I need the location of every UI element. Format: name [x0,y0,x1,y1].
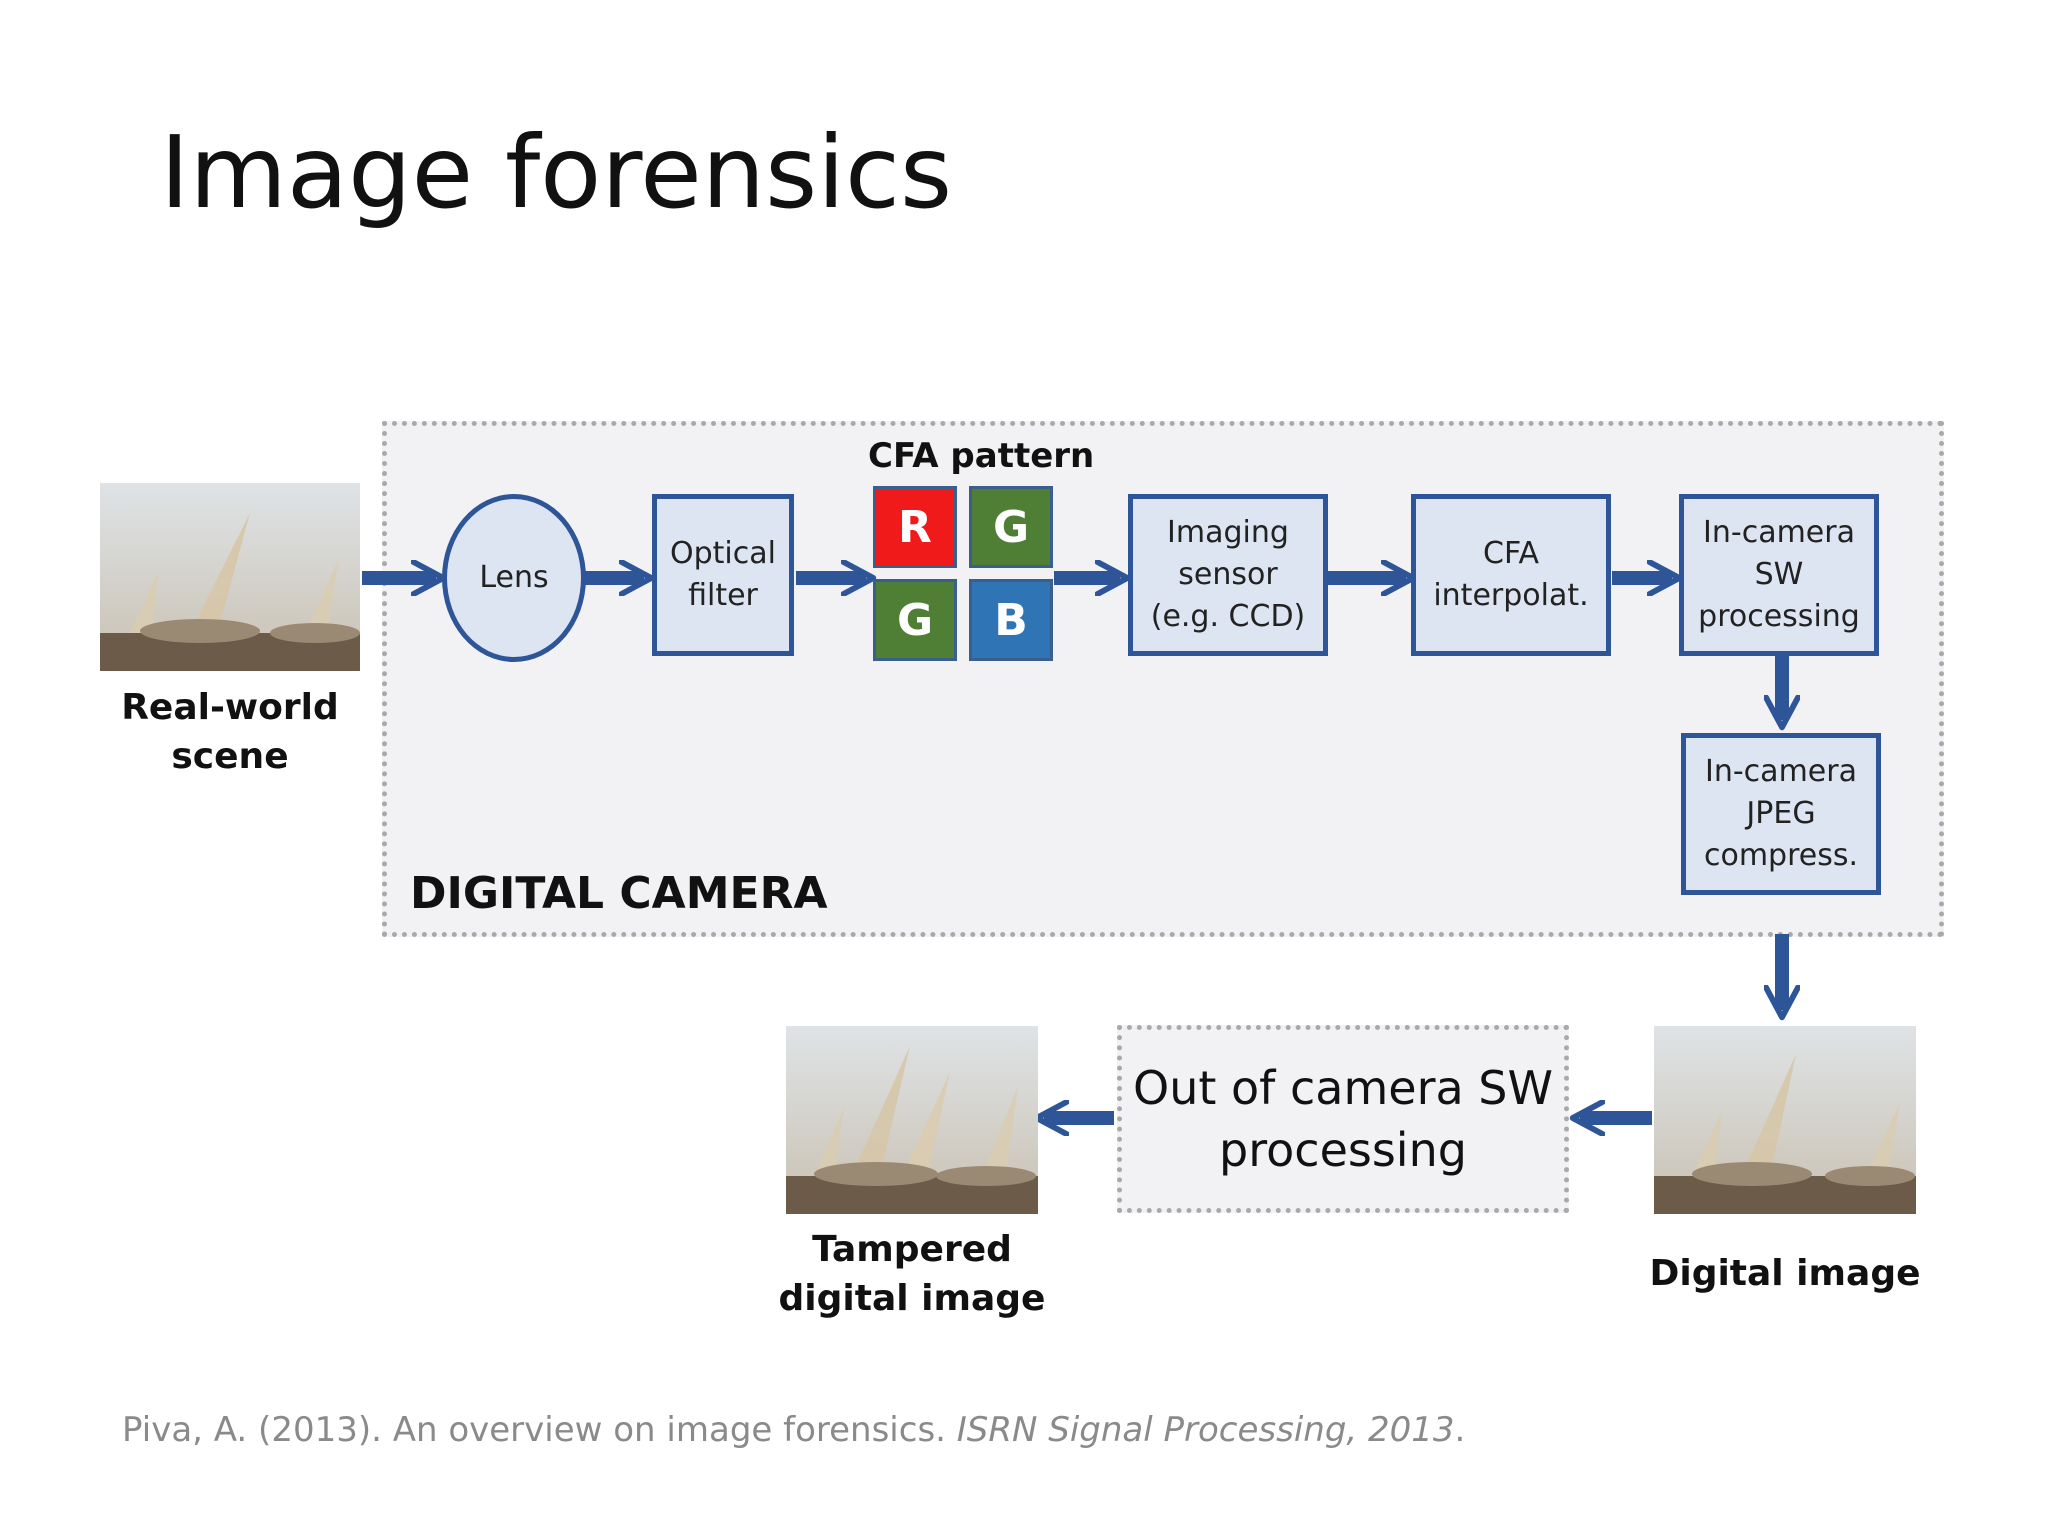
optical-filter-block: Optical filter [652,494,794,656]
lens-label: Lens [479,560,549,595]
cfa-cell-b: B [969,579,1053,661]
citation-journal: ISRN Signal Processing, 2013 [956,1410,1455,1450]
jpeg-compress-line-2: JPEG [1746,796,1816,831]
imaging-sensor-line-3: (e.g. CCD) [1150,599,1306,634]
tampered-image-photo [786,1026,1038,1214]
citation-end: . [1454,1410,1466,1450]
out-of-camera-processing-box: Out of camera SW processing [1117,1025,1569,1213]
digital-camera-label: DIGITAL CAMERA [410,868,828,919]
cfa-interp-line-2: interpolat. [1433,578,1589,613]
imaging-sensor-line-2: sensor [1178,557,1278,592]
cfa-interpolation-block: CFA interpolat. [1411,494,1611,656]
cfa-pattern-label: CFA pattern [868,436,1095,476]
imaging-sensor-block: Imaging sensor (e.g. CCD) [1128,494,1328,656]
imaging-sensor-line-1: Imaging [1167,515,1289,550]
jpeg-compress-line-1: In-camera [1705,754,1857,789]
optical-filter-line-1: Optical [670,536,776,571]
citation: Piva, A. (2013). An overview on image fo… [122,1410,1465,1450]
lens-block: Lens [442,494,586,662]
real-world-scene-caption: Real-world scene [100,684,360,781]
sw-processing-line-1: In-camera [1703,515,1855,550]
tampered-image-caption: Tampered digital image [762,1226,1062,1323]
real-world-scene-photo [100,483,360,671]
digital-image-caption: Digital image [1649,1253,1921,1294]
tampered-caption-line-1: Tampered [812,1229,1012,1270]
citation-text: Piva, A. (2013). An overview on image fo… [122,1410,957,1450]
digital-image-photo [1654,1026,1916,1214]
optical-filter-line-2: filter [688,578,758,613]
jpeg-compress-line-3: compress. [1703,838,1859,873]
scene-caption-line-2: scene [171,735,289,777]
scene-caption-line-1: Real-world [121,687,339,728]
cfa-cell-r: R [873,486,957,568]
sw-processing-line-3: processing [1698,599,1860,634]
sw-processing-block: In-camera SW processing [1679,494,1879,656]
out-processing-line-2: processing [1219,1123,1467,1177]
slide-title: Image forensics [160,114,953,231]
tampered-caption-line-2: digital image [778,1277,1046,1319]
out-processing-line-1: Out of camera SW [1133,1060,1553,1115]
cfa-cell-g-bottom: G [873,579,957,661]
sw-processing-line-2: SW [1754,557,1804,592]
cfa-cell-g-top: G [969,486,1053,568]
jpeg-compress-block: In-camera JPEG compress. [1681,733,1881,895]
cfa-interp-line-1: CFA [1483,536,1539,571]
